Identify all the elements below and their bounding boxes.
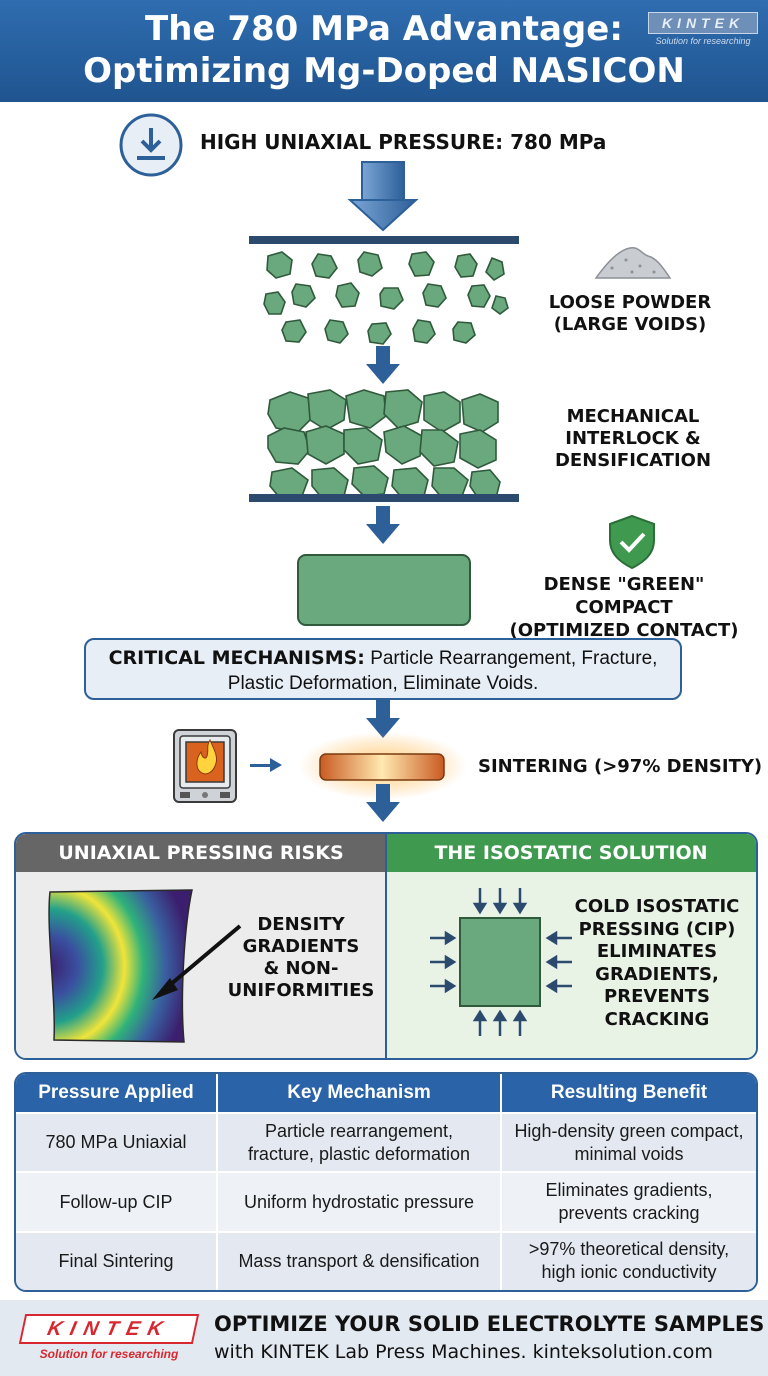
- kintek-logo-footer: KINTEK Solution for researching: [18, 1314, 200, 1362]
- down-arrow-3: [366, 700, 400, 738]
- down-arrow-2: [366, 506, 400, 544]
- header-banner: [0, 0, 768, 102]
- header-benefit: Resulting Benefit: [501, 1074, 756, 1113]
- mechanisms-text-2: Plastic Deformation, Eliminate Voids.: [227, 673, 539, 694]
- critical-mechanisms-box: CRITICAL MECHANISMS: Particle Rearrangem…: [84, 638, 682, 700]
- logo-text: KINTEK: [648, 12, 758, 34]
- table-row: Follow-up CIP Uniform hydrostatic pressu…: [16, 1171, 756, 1232]
- row1-benefit: High-density green compact,minimal voids: [501, 1111, 756, 1173]
- logo-tagline: Solution for researching: [655, 36, 751, 46]
- big-down-arrow: [347, 161, 419, 232]
- density-gradient-sample: [48, 889, 193, 1043]
- furnace-icon: [173, 729, 237, 803]
- footer-logo-text: KINTEK: [18, 1314, 200, 1344]
- risks-text: DENSITY GRADIENTS & NON- UNIFORMITIES: [227, 914, 375, 1001]
- mechanisms-text-1: Particle Rearrangement, Fracture,: [370, 648, 658, 669]
- solution-title: THE ISOSTATIC SOLUTION: [434, 842, 708, 864]
- header-mechanism: Key Mechanism: [217, 1074, 502, 1113]
- row2-pressure: Follow-up CIP: [16, 1171, 218, 1232]
- compacted-particles: [267, 389, 501, 499]
- bottom-press-plate: [249, 494, 519, 502]
- sintered-bar: [319, 753, 445, 781]
- kintek-logo-header: KINTEK Solution for researching: [648, 12, 758, 48]
- green-compact-label: DENSE "GREEN" COMPACT (OPTIMIZED CONTACT…: [509, 574, 739, 641]
- row3-pressure: Final Sintering: [16, 1230, 218, 1290]
- loose-powder-label: LOOSE POWDER (LARGE VOIDS): [548, 292, 712, 335]
- row2-benefit: Eliminates gradients,prevents cracking: [501, 1171, 756, 1232]
- header-pressure: Pressure Applied: [16, 1074, 218, 1113]
- row3-mechanism: Mass transport & densification: [217, 1230, 502, 1290]
- title-line-1: The 780 MPa Advantage:: [145, 9, 623, 49]
- process-diagram: [173, 161, 672, 822]
- powder-pile-icon: [594, 246, 672, 279]
- isostatic-pressing-diagram: [430, 888, 572, 1036]
- row2-mechanism: Uniform hydrostatic pressure: [217, 1171, 502, 1232]
- down-arrow-1: [366, 346, 400, 384]
- sintering-label: SINTERING (>97% DENSITY): [478, 756, 763, 777]
- row3-benefit: >97% theoretical density,high ionic cond…: [501, 1230, 756, 1290]
- right-arrow: [250, 758, 282, 772]
- panel-divider: [385, 834, 387, 1058]
- shield-check-icon: [609, 514, 655, 570]
- interlock-label: MECHANICAL INTERLOCK & DENSIFICATION: [554, 406, 712, 471]
- title-line-2: Optimizing Mg-Doped NASICON: [83, 51, 685, 91]
- comparison-panel: UNIAXIAL PRESSING RISKS THE ISOSTATIC SO…: [14, 832, 758, 1060]
- page-title: The 780 MPa Advantage: Optimizing Mg-Dop…: [0, 8, 768, 92]
- pressure-label: HIGH UNIAXIAL PRESSURE: 780 MPa: [200, 130, 607, 154]
- green-compact-block: [297, 554, 471, 626]
- table-row: Final Sintering Mass transport & densifi…: [16, 1230, 756, 1290]
- footer-headline: OPTIMIZE YOUR SOLID ELECTROLYTE SAMPLES: [214, 1312, 765, 1336]
- table-row: 780 MPa Uniaxial Particle rearrangement,…: [16, 1111, 756, 1173]
- table-header-row: Pressure Applied Key Mechanism Resulting…: [16, 1074, 756, 1113]
- mechanisms-title: CRITICAL MECHANISMS:: [108, 647, 365, 669]
- pointer-arrow-icon: [152, 924, 242, 1000]
- down-arrow-4: [366, 784, 400, 822]
- row1-mechanism: Particle rearrangement,fracture, plastic…: [217, 1111, 502, 1173]
- solution-text: COLD ISOSTATIC PRESSING (CIP) ELIMINATES…: [574, 896, 740, 1030]
- risks-title: UNIAXIAL PRESSING RISKS: [58, 842, 344, 864]
- loose-powder-particles: [263, 251, 509, 345]
- press-down-icon: [119, 113, 183, 177]
- top-press-plate: [249, 236, 519, 244]
- footer-logo-tagline: Solution for researching: [39, 1347, 179, 1361]
- results-table: Pressure Applied Key Mechanism Resulting…: [14, 1072, 758, 1292]
- row1-pressure: 780 MPa Uniaxial: [16, 1111, 218, 1173]
- footer-subline: with KINTEK Lab Press Machines. kintekso…: [214, 1341, 713, 1363]
